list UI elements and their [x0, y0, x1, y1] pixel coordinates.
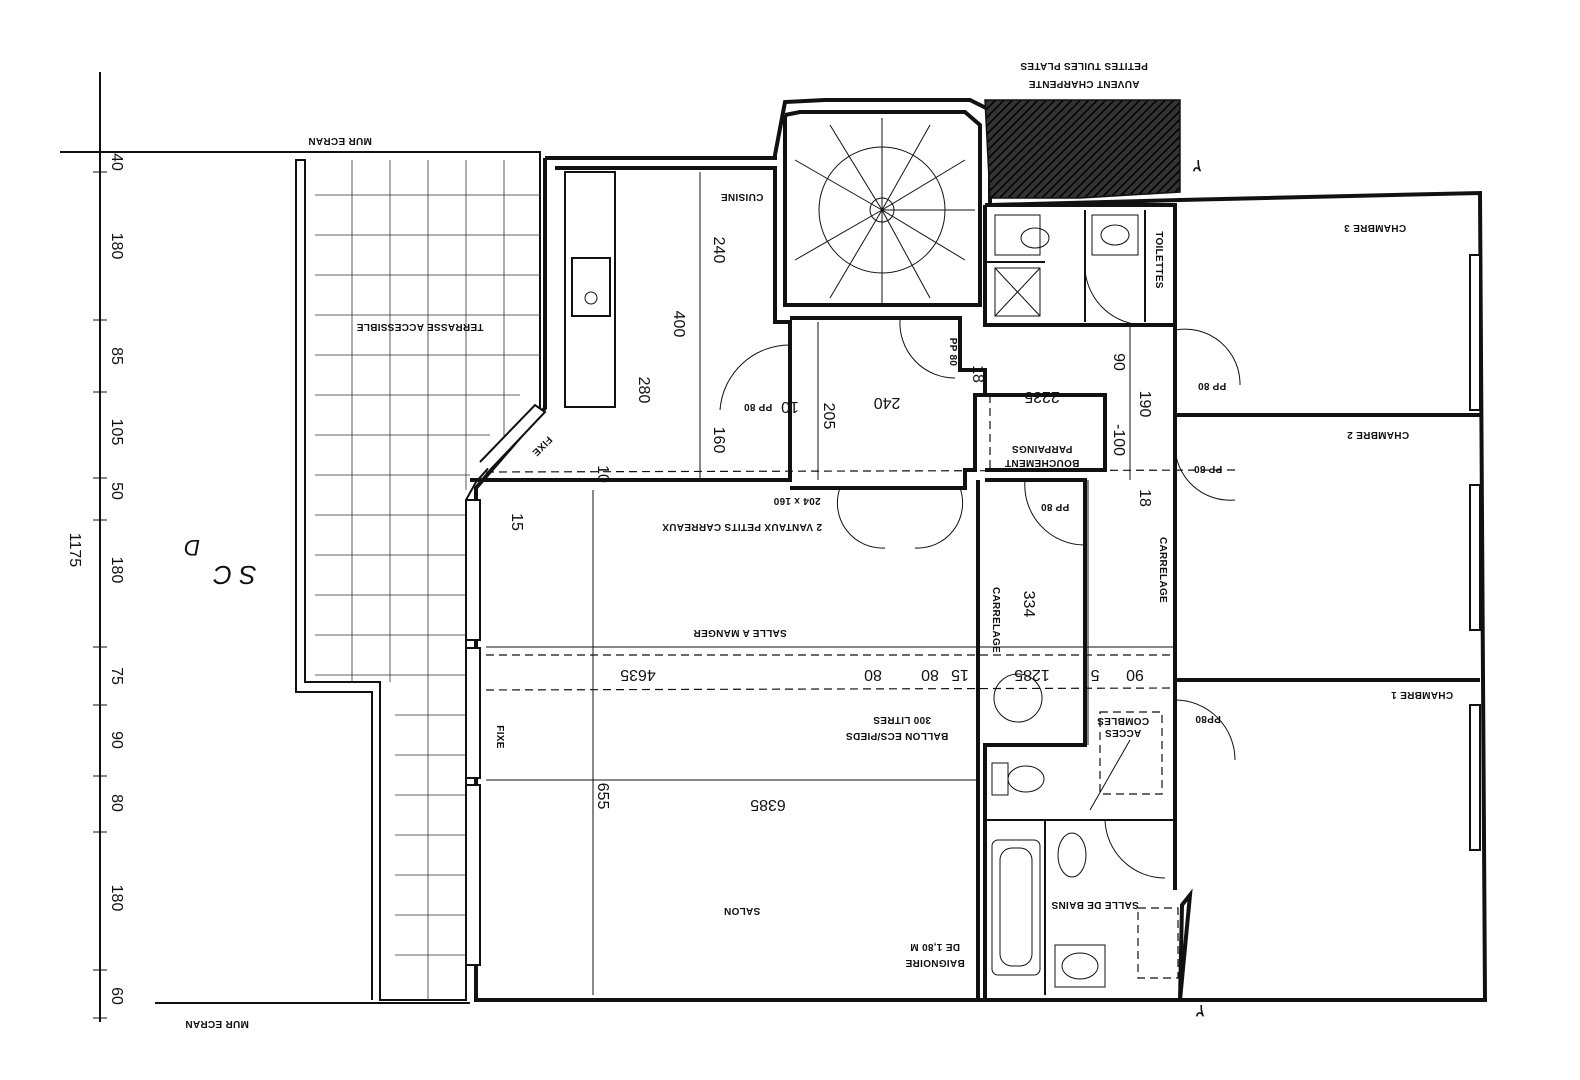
- ruler-label-180-a: 180: [108, 233, 125, 260]
- note-auvent-line1: AUVENT CHARPENTE: [1029, 78, 1140, 89]
- text-layer: TERRASSE ACCESSIBLE CUISINE SALLE A MANG…: [66, 60, 1453, 1029]
- handwritten-note-line1: S C: [213, 560, 257, 590]
- room-label-acces-line2: COMBLES: [1097, 715, 1149, 726]
- dim-18-a: 18: [969, 365, 986, 383]
- dim-2235: 2235: [1024, 388, 1060, 405]
- note-bouchement-line2: PARPAINGS: [1012, 443, 1073, 454]
- dim-90: 90: [1110, 353, 1127, 371]
- terrace-tiles: [315, 160, 540, 1000]
- ruler-label-180-c: 180: [108, 885, 125, 912]
- handwritten-note-line2: D: [184, 535, 200, 560]
- note-ballon-line2: 300 LITRES: [873, 714, 931, 725]
- dim-6385: 6385: [750, 796, 786, 813]
- dim-190: 190: [1136, 391, 1153, 418]
- terrace-parapet: [295, 151, 541, 1001]
- bathroom-fixtures: [991, 214, 1179, 988]
- room-label-salon: SALON: [724, 905, 761, 916]
- dim-80-b: 80: [921, 666, 939, 683]
- door-label-pp-cuisine: PP 80: [744, 401, 773, 412]
- room-label-salle-de-bains: SALLE DE BAINS: [1051, 899, 1139, 910]
- room-label-salle-a-manger: SALLE A MANGER: [693, 627, 787, 638]
- ruler-label-75: 75: [108, 667, 125, 685]
- door-label-pp-chambre2: PP 80: [1194, 463, 1223, 474]
- stair-box: [783, 110, 982, 307]
- door-label-pp-escalier: PP 80: [947, 338, 958, 367]
- dim-240-hall: 240: [874, 394, 901, 411]
- ruler-label-85: 85: [108, 347, 125, 365]
- ruler-label-60: 60: [108, 987, 125, 1005]
- note-auvent-line2: PETITES TUILES PLATES: [1020, 60, 1148, 71]
- windows: [465, 254, 1481, 966]
- dim-240-cuisine: 240: [710, 237, 727, 264]
- note-fixe-top: FIXE: [530, 434, 554, 458]
- wc-block: [983, 203, 1177, 327]
- dim-655: 655: [594, 783, 611, 810]
- dim-minus-100: -100: [1110, 424, 1127, 456]
- note-mur-ecran-top: MUR ECRAN: [308, 135, 372, 146]
- dim-280: 280: [635, 377, 652, 404]
- dim-90-b: 90: [1126, 666, 1144, 683]
- dim-400: 400: [670, 311, 687, 338]
- room-label-toilettes: TOILETTES: [1153, 231, 1164, 289]
- walls: [60, 72, 1488, 1022]
- ruler-total-1175: 1175: [66, 533, 83, 568]
- ruler-label-105: 105: [108, 419, 125, 446]
- hand-mark-top: ٢: [1192, 156, 1202, 176]
- beam-line-1: [485, 469, 1241, 473]
- room-label-cuisine: CUISINE: [721, 191, 764, 202]
- kitchen-sink-drain: [584, 291, 598, 305]
- note-carrelage-right: CARRELAGE: [1157, 537, 1168, 603]
- doors: [719, 269, 1241, 879]
- dim-15-sejour: 15: [508, 513, 525, 531]
- ruler-label-80: 80: [108, 794, 125, 812]
- door-label-pp-chambre3: PP 80: [1198, 380, 1227, 391]
- note-carrelage-left: CARRELAGE: [990, 587, 1001, 653]
- room-label-acces-line1: ACCES: [1105, 727, 1142, 738]
- dim-160: 160: [710, 427, 727, 454]
- note-fixe-bottom: FIXE: [494, 725, 505, 748]
- room-label-chambre3: CHAMBRE 3: [1344, 222, 1406, 233]
- hand-mark-bottom: ٢: [1195, 1001, 1205, 1021]
- note-baignoire-line2: DE 1,80 M: [910, 941, 960, 952]
- left-ruler-ticks: [93, 151, 107, 1019]
- dim-10-sejour: 10: [594, 465, 611, 483]
- spiral-staircase: [794, 118, 975, 305]
- room-label-chambre1: CHAMBRE 1: [1391, 689, 1453, 700]
- note-vantaux-line2: 204 x 160: [773, 495, 820, 506]
- ruler-label-90: 90: [108, 731, 125, 749]
- note-mur-ecran-bottom: MUR ECRAN: [185, 1018, 249, 1029]
- room-label-chambre2: CHAMBRE 2: [1347, 429, 1409, 440]
- bathroom-walls: [983, 478, 1087, 1000]
- dim-205: 205: [820, 403, 837, 430]
- ruler-label-40: 40: [108, 153, 125, 171]
- door-label-pp-chambre1: PP80: [1195, 713, 1221, 724]
- dim-334: 334: [1020, 591, 1037, 618]
- auvent-hatch: [984, 99, 1181, 199]
- dim-15-b: 15: [951, 666, 969, 683]
- dim-80-a: 80: [864, 666, 882, 683]
- dim-5: 5: [1090, 666, 1099, 683]
- dim-18: 18: [1136, 489, 1153, 507]
- hall-walls: [790, 316, 987, 490]
- note-vantaux-line1: 2 VANTAUX PETITS CARREAUX: [662, 521, 822, 532]
- door-label-pp-couloir: PP 80: [1041, 501, 1070, 512]
- ruler-label-180-b: 180: [108, 557, 125, 584]
- kitchen-sink: [571, 257, 611, 317]
- room-label-terrasse: TERRASSE ACCESSIBLE: [356, 321, 483, 332]
- kitchen-walls: [470, 166, 792, 482]
- ruler-label-50: 50: [108, 482, 125, 500]
- beam-line-3: [485, 687, 1176, 691]
- dim-4635: 4635: [620, 666, 656, 683]
- exterior-wall: [474, 98, 1488, 1002]
- note-baignoire-line1: BAIGNOIRE: [905, 957, 964, 968]
- dim-10-door: 10: [781, 398, 799, 415]
- note-ballon-line1: BALLON ECS/PIEDS: [846, 730, 949, 741]
- note-bouchement-line1: BOUCHEMENT: [1005, 457, 1080, 468]
- dim-1285: 1285: [1014, 666, 1050, 683]
